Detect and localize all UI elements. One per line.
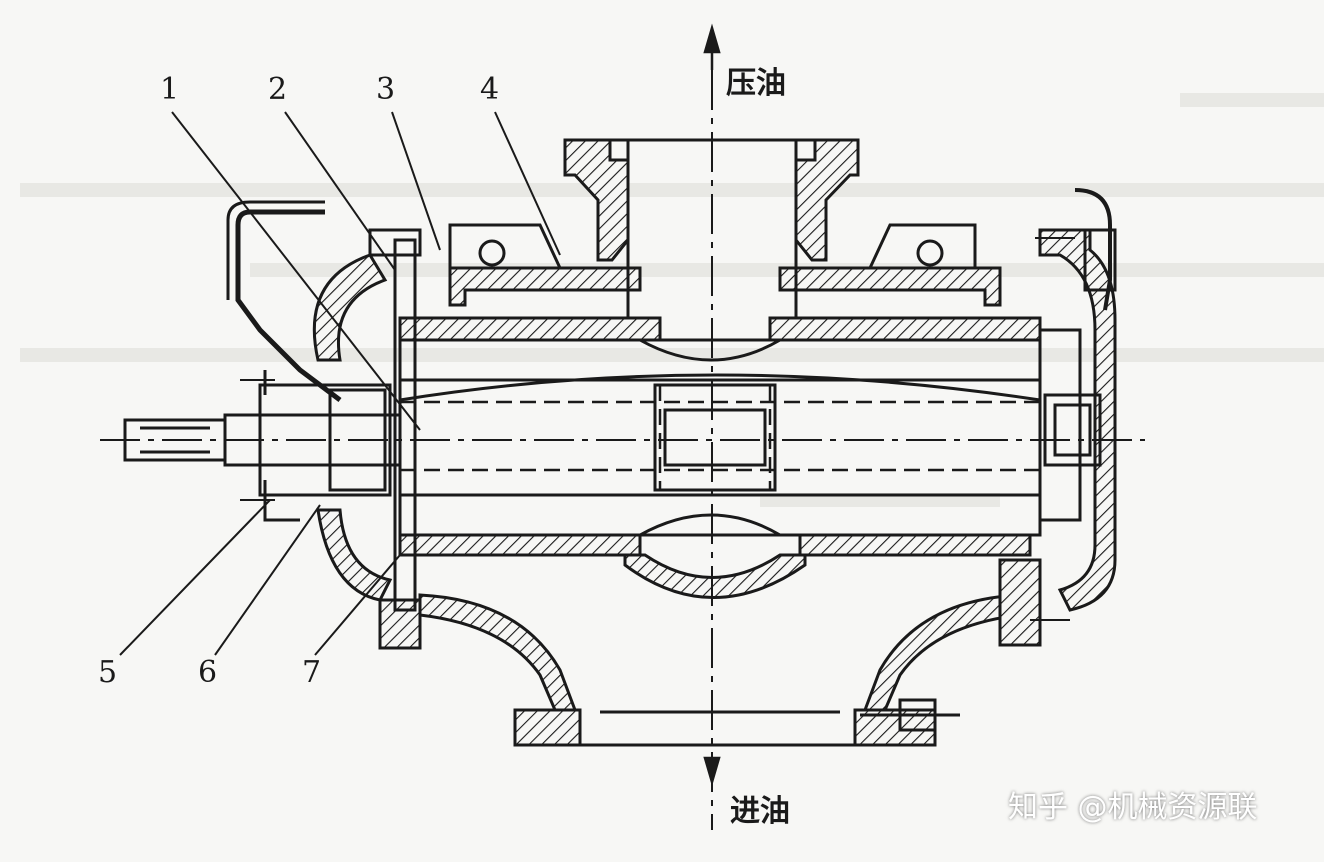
outlet-label: 压油 (726, 66, 786, 101)
part-label-1: 1 (160, 72, 180, 107)
part-label-2: 2 (268, 72, 288, 107)
part-label-7: 7 (302, 655, 322, 690)
part-label-6: 6 (198, 655, 218, 690)
part-label-5: 5 (98, 655, 118, 690)
part-label-3: 3 (376, 72, 396, 107)
inlet-label: 进油 (730, 794, 790, 829)
center-lines (100, 70, 1145, 830)
flow-arrows (703, 23, 721, 787)
hidden-lines (400, 385, 1040, 490)
outlet-arrowhead (703, 23, 721, 54)
watermark: 知乎 @机械资源联 (1008, 790, 1258, 825)
pump-outlines (123, 138, 1117, 747)
part-label-4: 4 (480, 72, 500, 107)
inlet-arrowhead (703, 756, 721, 787)
pump-casing (312, 138, 1117, 747)
leader-lines (119, 111, 561, 656)
